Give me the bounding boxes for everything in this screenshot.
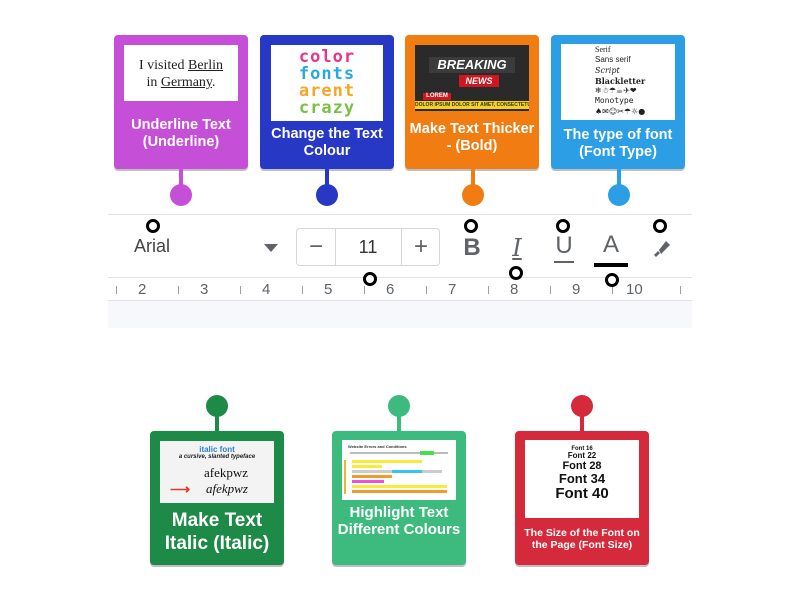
font-family-dropdown[interactable]: Arial <box>130 232 290 262</box>
italic-icon: I <box>512 234 522 262</box>
pin-dot[interactable] <box>608 184 630 206</box>
drop-target-font-size[interactable] <box>363 272 377 286</box>
ruler-number: 9 <box>572 281 581 298</box>
font-sample: Serif <box>595 45 611 54</box>
news-label: NEWS <box>459 75 499 87</box>
text-color-swatch <box>594 263 628 267</box>
page-area <box>108 301 692 328</box>
connector <box>179 169 183 189</box>
card-font-type[interactable]: Serif Sans serif Script Blackletter ❄☃☂☕… <box>551 35 685 169</box>
card-caption: The type of font (Font Type) <box>563 127 673 160</box>
ruler-number: 5 <box>324 281 333 298</box>
arrow-right-icon: ⟶ <box>170 481 191 497</box>
ruler-number: 6 <box>386 281 395 298</box>
drop-target-underline[interactable] <box>556 219 570 233</box>
toolbar-divider <box>108 277 692 278</box>
colour-example-image: color fonts arent crazy <box>271 45 383 121</box>
font-sample: Blackletter <box>595 75 646 86</box>
card-italic[interactable]: italic font a cursive, slanted typeface … <box>150 431 284 565</box>
italic-subtitle: a cursive, slanted typeface <box>178 454 256 460</box>
ruler-number: 3 <box>200 281 209 298</box>
ruler-number: 10 <box>626 281 643 298</box>
pin-dot[interactable] <box>388 395 410 417</box>
decrease-font-size-button[interactable]: − <box>297 229 336 265</box>
card-text-colour[interactable]: color fonts arent crazy Change the Text … <box>260 35 394 169</box>
lorem-tag: LOREM <box>423 93 451 100</box>
card-highlight[interactable]: Website Errors and Conditions Highlight … <box>332 431 466 565</box>
connector <box>471 169 475 189</box>
font-sample: ♠✉☺✂☂☼● <box>595 106 646 116</box>
font-size-sample: Font 28 <box>562 459 602 472</box>
font-size-sample: Font 16 <box>571 446 593 452</box>
underline-icon: U <box>555 232 573 259</box>
italic-sample-slanted: afekpwz <box>206 481 248 496</box>
font-size-input[interactable]: 11 <box>358 237 378 257</box>
font-sample: Sans serif <box>595 55 631 65</box>
font-type-example-image: Serif Sans serif Script Blackletter ❄☃☂☕… <box>561 44 675 120</box>
connector <box>325 169 329 189</box>
text-color-icon: A <box>602 231 619 258</box>
drop-target-italic[interactable] <box>509 266 523 280</box>
breaking-label: BREAKING <box>429 57 515 73</box>
increase-font-size-button[interactable]: + <box>401 229 440 265</box>
chevron-down-icon <box>264 244 278 252</box>
ruler-number: 4 <box>262 281 271 298</box>
card-underline[interactable]: I visited Berlin in Germany. Underline T… <box>114 35 248 169</box>
pin-dot[interactable] <box>316 184 338 206</box>
font-sample: ❄☃☂☕✈❤ <box>595 86 637 96</box>
drop-target-text-color[interactable] <box>605 273 619 287</box>
card-caption: The Size of the Font on the Page (Font S… <box>524 527 640 551</box>
ruler-number: 8 <box>510 281 519 298</box>
highlight-color-button[interactable] <box>648 233 674 263</box>
font-size-sample: Font 34 <box>558 471 606 487</box>
card-font-size[interactable]: Font 16 Font 22 Font 28 Font 34 Font 40 … <box>515 431 649 565</box>
underline-example-image: I visited Berlin in Germany. <box>124 45 238 101</box>
connector <box>215 410 219 432</box>
bold-example-image: BREAKING NEWS LOREM DOLOR IPSUM DOLOR SI… <box>415 45 529 111</box>
toolbar-divider <box>108 214 692 215</box>
font-size-sample: Font 40 <box>555 484 609 502</box>
card-caption: Underline Text (Underline) <box>131 117 231 150</box>
colour-word: color <box>298 47 356 67</box>
card-bold[interactable]: BREAKING NEWS LOREM DOLOR IPSUM DOLOR SI… <box>405 35 539 169</box>
pin-dot[interactable] <box>571 395 593 417</box>
pin-dot[interactable] <box>462 184 484 206</box>
drop-target-highlight[interactable] <box>653 219 667 233</box>
highlight-example-image: Website Errors and Conditions <box>342 440 456 500</box>
drop-target-font-family[interactable] <box>146 219 160 233</box>
card-caption: Highlight Text Different Colours <box>337 504 461 538</box>
ruler-number: 7 <box>448 281 457 298</box>
italic-example-image: italic font a cursive, slanted typeface … <box>160 441 274 503</box>
connector <box>397 410 401 432</box>
colour-word: crazy <box>298 98 356 118</box>
font-size-sample: Font 22 <box>567 451 597 461</box>
font-sample: Monotype <box>595 96 634 106</box>
card-caption: Change the Text Colour <box>271 126 383 159</box>
drop-target-bold[interactable] <box>464 219 478 233</box>
card-caption: Make Text Thicker - (Bold) <box>409 121 535 154</box>
font-size-example-image: Font 16 Font 22 Font 28 Font 34 Font 40 <box>525 440 639 518</box>
underline-button[interactable]: U <box>550 231 578 265</box>
bold-button[interactable]: B <box>463 234 481 261</box>
italic-button[interactable]: I <box>503 233 531 263</box>
pin-dot[interactable] <box>206 395 228 417</box>
connector <box>580 410 584 432</box>
italic-sample-regular: afekpwz <box>203 465 249 480</box>
font-family-value: Arial <box>134 236 171 256</box>
news-ticker: DOLOR IPSUM DOLOR SIT AMET, CONSECTETUR … <box>415 101 529 109</box>
font-sample: Script <box>595 65 620 75</box>
highlighter-icon <box>654 241 670 257</box>
toolbar-divider <box>108 300 692 301</box>
card-caption: Make Text Italic (Italic) <box>164 510 270 554</box>
ruler-number: 2 <box>138 281 147 298</box>
connector <box>617 169 621 189</box>
highlight-doc-heading: Website Errors and Conditions <box>348 444 407 449</box>
text-color-button[interactable]: A <box>594 230 628 268</box>
italic-title: italic font <box>199 445 235 454</box>
colour-word: fonts <box>298 64 356 84</box>
pin-dot[interactable] <box>170 184 192 206</box>
colour-word: arent <box>298 81 356 101</box>
font-size-stepper: − 11 + <box>296 228 440 266</box>
